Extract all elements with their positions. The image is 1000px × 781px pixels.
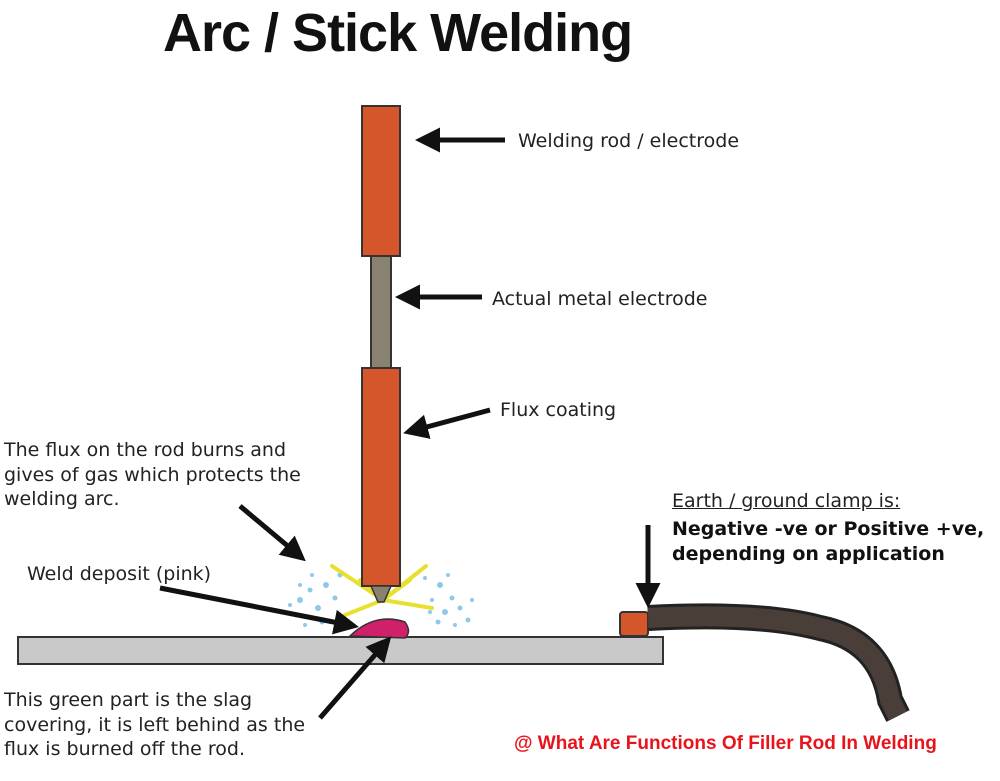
electrode-flux-coating	[361, 367, 401, 587]
arrow-slag	[318, 636, 392, 720]
clamp-heading: Earth / ground clamp is:	[672, 490, 901, 512]
clamp-line: depending on application	[672, 542, 945, 565]
ground-cable	[647, 603, 910, 722]
arrow-flux	[403, 407, 491, 439]
label-weld-deposit: Weld deposit (pink)	[27, 563, 212, 585]
flux-note-line: welding arc.	[4, 488, 120, 511]
slag-note-line: This green part is the slag	[4, 689, 253, 711]
clamp-line: Negative -ve or Positive +ve,	[672, 518, 985, 540]
electrode-tip	[369, 585, 393, 603]
flux-note-line: gives of gas which protects the	[4, 463, 301, 486]
image-caption: @ What Are Functions Of Filler Rod In We…	[514, 733, 937, 754]
flux-note: The flux on the rod burns and gives of g…	[4, 438, 301, 512]
slag-note: This green part is the slag covering, it…	[4, 688, 305, 762]
label-flux-coating: Flux coating	[500, 399, 617, 421]
slag-note-line: covering, it is left behind as the	[4, 713, 306, 736]
arrow-flux-note	[238, 504, 306, 562]
base-plate	[17, 636, 664, 665]
slag-note-line: flux is burned off the rod.	[4, 738, 246, 761]
label-metal-electrode: Actual metal electrode	[492, 288, 708, 310]
diagram-title: Arc / Stick Welding	[163, 3, 633, 63]
label-welding-rod: Welding rod / electrode	[518, 130, 740, 152]
flux-note-line: The flux on the rod burns and	[4, 439, 287, 461]
arrow-deposit	[159, 585, 359, 635]
ground-clamp	[619, 611, 649, 637]
electrode-metal-core	[370, 255, 392, 369]
weld-deposit	[348, 618, 410, 639]
clamp-description: Negative -ve or Positive +ve, depending …	[672, 517, 984, 566]
electrode-top-coating	[361, 105, 401, 257]
